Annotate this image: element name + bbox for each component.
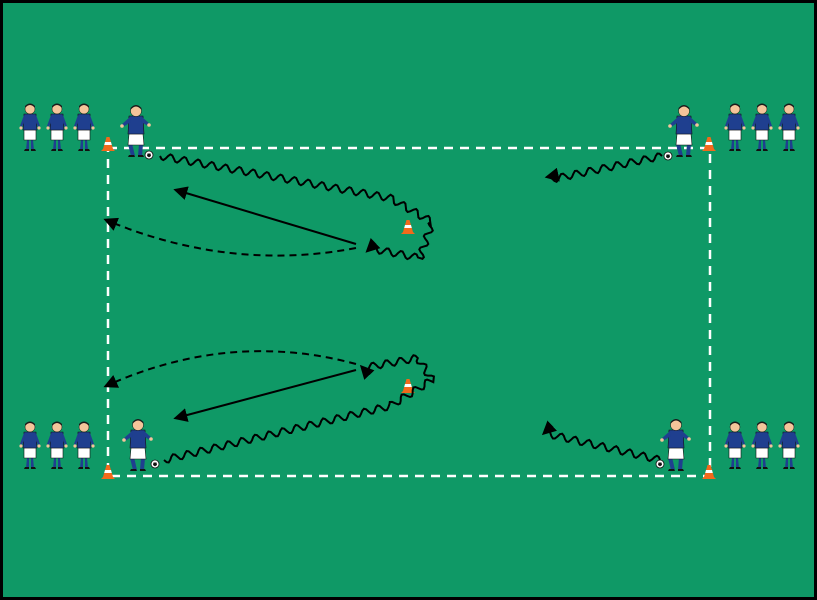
ball-icon bbox=[655, 459, 665, 469]
dribble-arrow bbox=[163, 354, 435, 464]
drill-marks bbox=[18, 103, 801, 479]
dribble-arrow bbox=[541, 420, 661, 463]
pass-arrow bbox=[173, 186, 357, 245]
dribble-arrow bbox=[159, 153, 434, 261]
ball-icon bbox=[663, 151, 673, 161]
grass bbox=[3, 3, 814, 597]
run-arrow bbox=[103, 217, 357, 257]
drill-boundary bbox=[106, 146, 712, 478]
ball-icon bbox=[150, 459, 160, 469]
dribble-arrow bbox=[544, 152, 663, 183]
ball-icon bbox=[144, 150, 154, 160]
run-arrow bbox=[103, 350, 357, 388]
pass-arrow bbox=[173, 369, 357, 422]
